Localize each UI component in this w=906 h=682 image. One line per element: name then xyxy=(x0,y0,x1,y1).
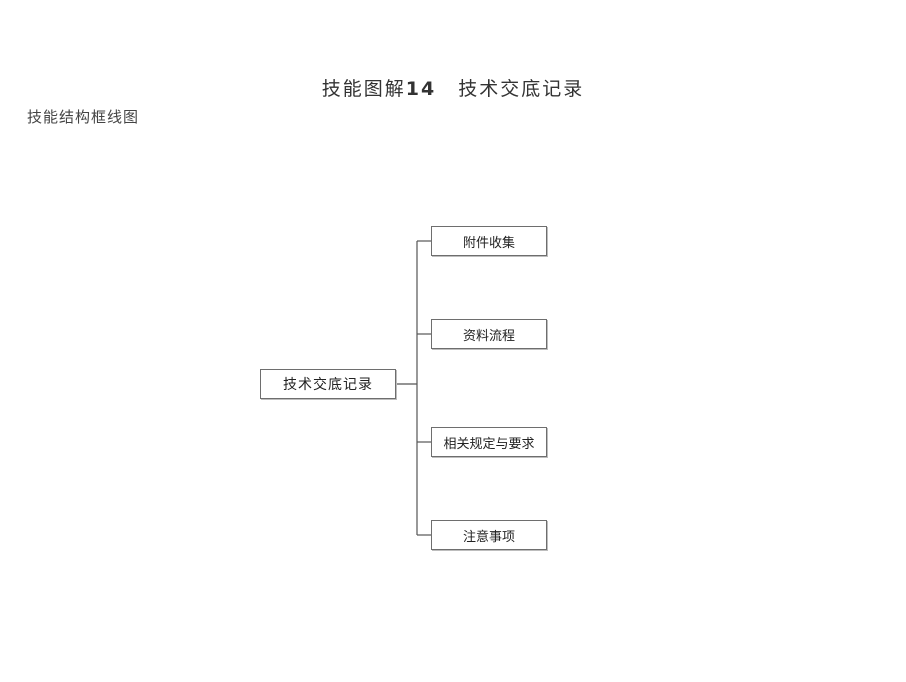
diagram-subtitle: 技能结构框线图 xyxy=(27,108,140,126)
child-node-precautions: 注意事项 xyxy=(431,520,547,550)
title-text: 技术交底记录 xyxy=(458,78,585,100)
child-node-regulations: 相关规定与要求 xyxy=(431,427,547,457)
page-title: 技能图解14 技术交底记录 xyxy=(0,74,906,101)
child-node-data-flow: 资料流程 xyxy=(431,319,547,349)
root-node: 技术交底记录 xyxy=(260,369,396,399)
child-node-attachments: 附件收集 xyxy=(431,226,547,256)
title-number: 14 xyxy=(405,78,437,100)
title-prefix: 技能图解 xyxy=(321,78,406,100)
